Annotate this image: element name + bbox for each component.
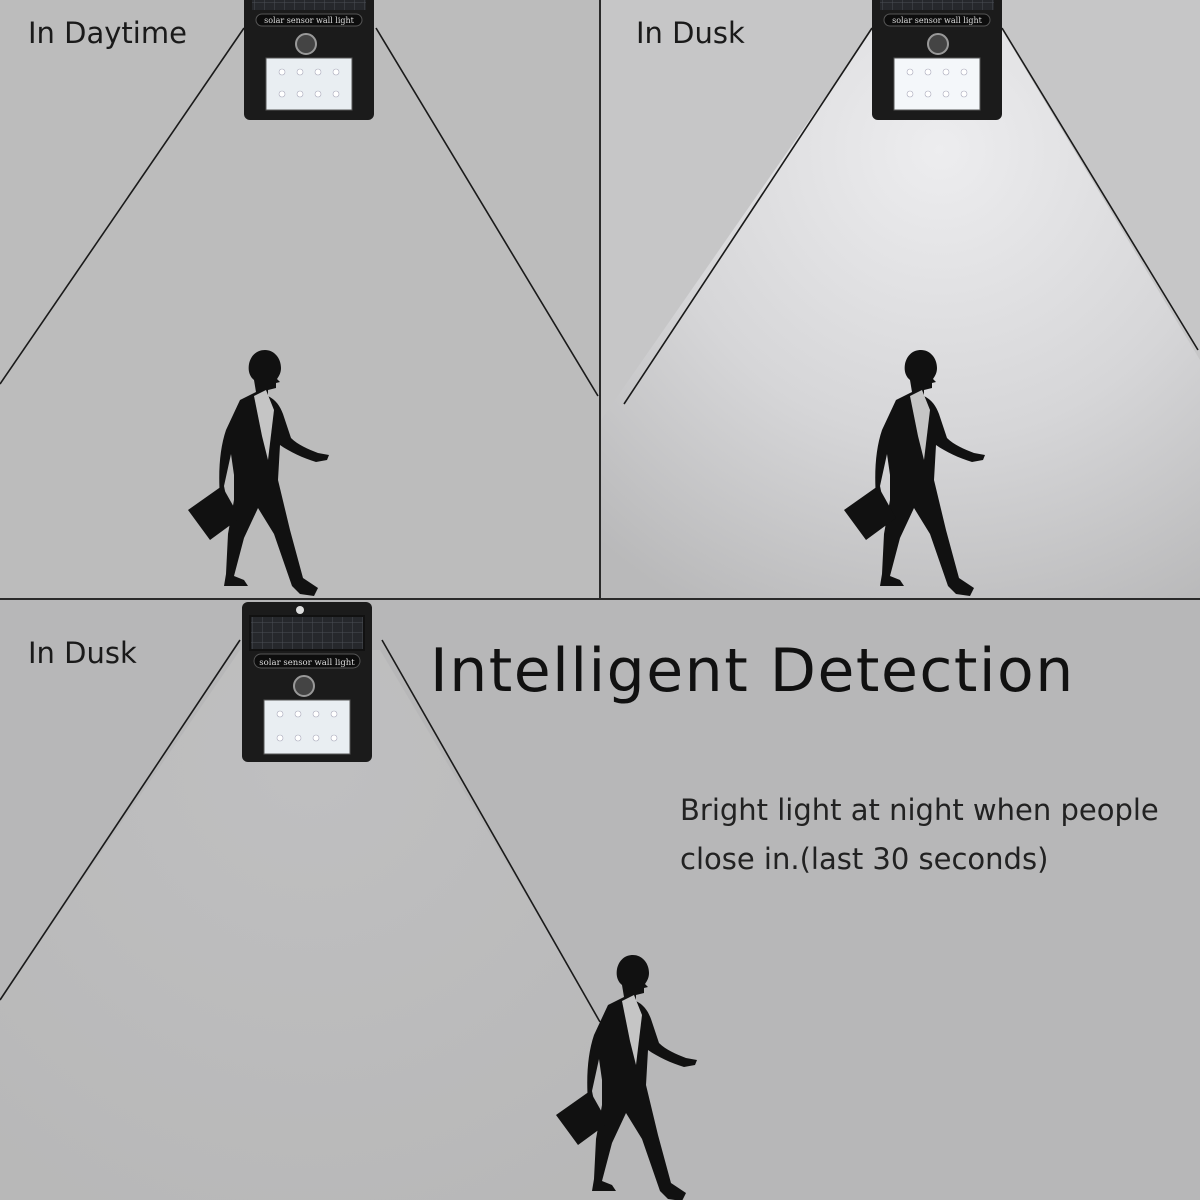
caption-daytime: In Daytime	[28, 16, 187, 50]
lamp-label-bottom: solar sensor wall light	[259, 658, 355, 668]
light-beam-top-right	[601, 30, 1200, 598]
solar-lamp-top-left: solar sensor wall light	[244, 0, 374, 120]
lamp-label-tr: solar sensor wall light	[892, 16, 983, 25]
caption-dusk-bottom: In Dusk	[28, 636, 137, 670]
lamp-label-tl: solar sensor wall light	[264, 16, 355, 25]
light-beam-bottom	[0, 650, 600, 1200]
detection-cone-top-left	[0, 27, 599, 397]
detection-cone-top-right	[623, 27, 1199, 405]
headline: Intelligent Detection	[430, 636, 1075, 706]
detection-cone-bottom	[0, 639, 601, 1023]
caption-dusk-top: In Dusk	[636, 16, 745, 50]
description-text: Bright light at night when people close …	[680, 793, 1159, 876]
solar-lamp-bottom: solar sensor wall light	[242, 602, 372, 762]
solar-lamp-top-right: solar sensor wall light	[872, 0, 1002, 120]
